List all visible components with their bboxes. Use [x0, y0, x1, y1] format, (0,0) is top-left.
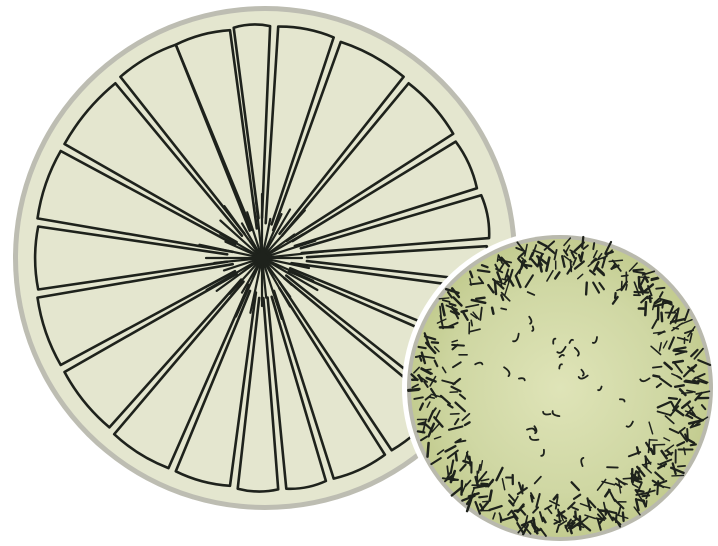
colony-mark — [428, 443, 429, 457]
colony-mark — [479, 496, 487, 497]
colony-mark — [674, 351, 687, 352]
colony-mark — [615, 293, 616, 298]
colony-mark — [439, 298, 449, 299]
colony-mark — [653, 367, 662, 368]
colony-mark — [470, 283, 482, 284]
colony-mark — [586, 283, 587, 295]
colony-mark — [654, 376, 660, 377]
colony-mark — [531, 495, 532, 501]
streak-origin — [256, 252, 268, 264]
colony-mark — [669, 398, 677, 399]
colony-mark — [623, 478, 632, 479]
colony-mark — [626, 285, 627, 290]
colony-mark — [675, 385, 684, 387]
colony-mark — [691, 444, 696, 445]
colony-mark — [467, 453, 468, 459]
colony-mark — [637, 447, 639, 453]
colony-mark — [633, 270, 642, 271]
colony-mark — [462, 311, 467, 312]
colony-mark — [642, 495, 649, 496]
colony-mark — [570, 260, 571, 271]
small-petri-dish — [402, 230, 718, 546]
colony-mark — [471, 320, 472, 325]
colony-mark — [645, 302, 646, 315]
colony-mark — [492, 308, 493, 314]
colony-mark — [408, 390, 418, 391]
colony-mark — [429, 397, 434, 398]
colony-mark — [678, 466, 685, 467]
colony-mark — [673, 328, 678, 329]
colony-mark — [635, 292, 649, 293]
colony-mark — [456, 454, 457, 460]
colony-mark — [653, 445, 665, 446]
colony-mark — [622, 275, 628, 276]
colony-mark — [687, 429, 688, 439]
colony-mark — [419, 347, 426, 348]
colony-mark — [593, 243, 594, 249]
colony-mark — [644, 501, 645, 507]
colony-mark — [575, 512, 576, 520]
colony-mark — [656, 288, 664, 289]
colony-mark — [432, 342, 438, 343]
colony-mark — [416, 356, 421, 357]
colony-mark — [478, 270, 490, 272]
colony-mark — [649, 440, 650, 453]
colony-mark — [495, 282, 496, 294]
colony-mark — [476, 298, 484, 299]
colony-mark — [581, 253, 583, 261]
colony-mark — [470, 457, 471, 466]
colony-mark — [481, 484, 487, 485]
colony-mark — [515, 510, 521, 511]
colony-mark — [662, 313, 663, 321]
colony-mark — [639, 277, 640, 287]
colony-mark — [672, 475, 684, 476]
colony-mark — [501, 308, 506, 309]
